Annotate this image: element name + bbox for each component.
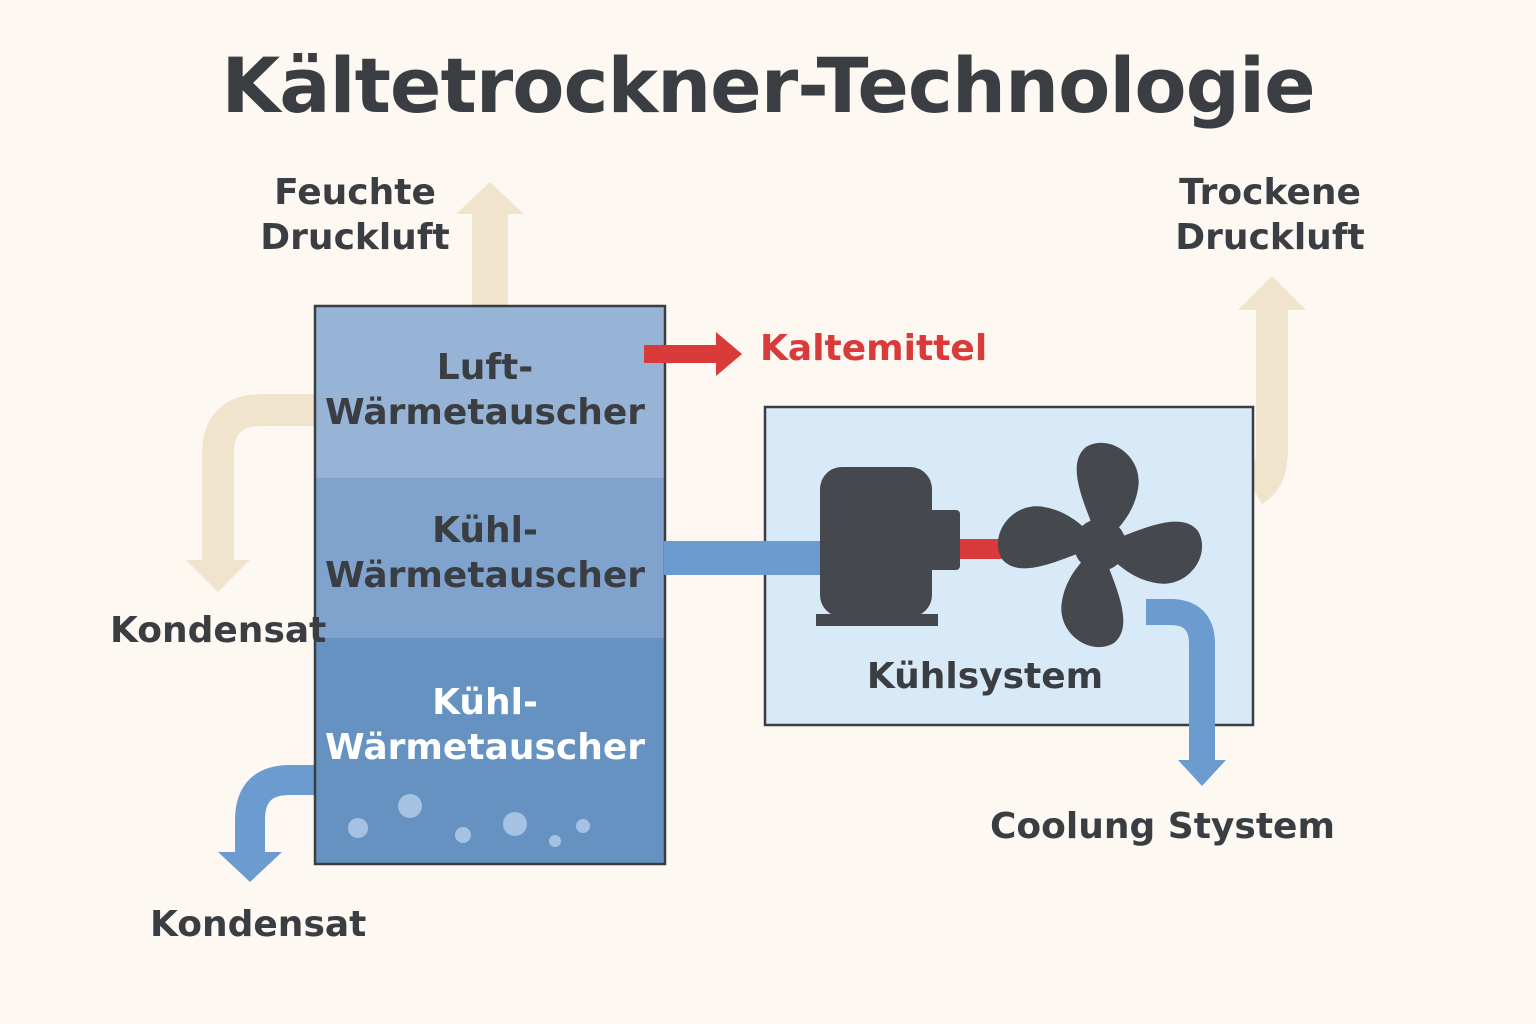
cooling-output-arrow <box>1146 599 1226 786</box>
dry-air-label-line1: Trockene <box>1179 172 1361 213</box>
cooling-output-label: Coolung Stystem <box>990 806 1335 847</box>
condensate-bubbles <box>348 794 590 847</box>
dry-air-up-arrow <box>1238 276 1306 504</box>
compressor-icon <box>816 467 960 626</box>
cooling-heat-exchanger-line2: Wärmetauscher <box>324 555 646 596</box>
lower-heat-exchanger-line2: Wärmetauscher <box>324 727 646 768</box>
dry-air-label-line2: Druckluft <box>1175 217 1365 258</box>
refrigerant-label: Kaltemittel <box>760 328 988 369</box>
moist-air-label-line2: Druckluft <box>260 217 450 258</box>
dry-air-label: Trockene Druckluft <box>1170 170 1370 260</box>
air-heat-exchanger-line2: Wärmetauscher <box>324 392 646 433</box>
condensate-lower-arrow <box>218 765 316 882</box>
lower-heat-exchanger-label: Kühl- Wärmetauscher <box>310 680 660 770</box>
condensate-upper-label: Kondensat <box>110 610 327 651</box>
cooling-heat-exchanger-line1: Kühl- <box>432 510 538 551</box>
heat-exchanger-tower <box>313 304 667 866</box>
moist-air-label-line1: Feuchte <box>274 172 436 213</box>
condensate-lower-label: Kondensat <box>150 904 367 945</box>
cooling-system-label: Kühlsystem <box>866 656 1104 697</box>
fan-icon <box>997 442 1203 648</box>
condensate-upper-arrow <box>186 394 316 592</box>
moist-air-up-arrow <box>456 182 524 320</box>
air-heat-exchanger-line1: Luft- <box>436 347 534 388</box>
refrigerant-arrow <box>644 332 742 376</box>
lower-heat-exchanger-line1: Kühl- <box>432 682 538 723</box>
coolant-pipe <box>664 541 826 575</box>
moist-air-label: Feuchte Druckluft <box>255 170 455 260</box>
page-title: Kältetrockner-Technologie <box>221 41 1315 130</box>
air-heat-exchanger-label: Luft- Wärmetauscher <box>310 345 660 435</box>
cooling-heat-exchanger-label: Kühl- Wärmetauscher <box>310 508 660 598</box>
